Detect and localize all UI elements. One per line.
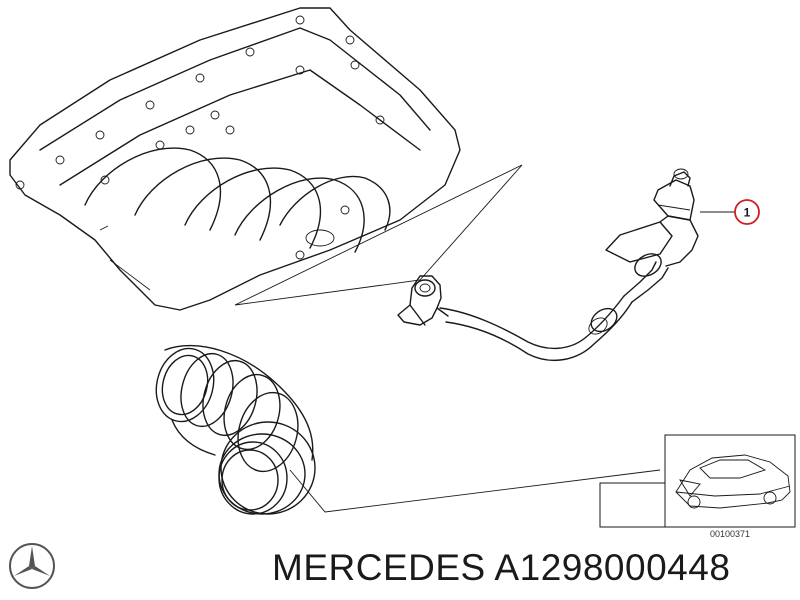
- part-callout: 1: [700, 199, 760, 225]
- intake-boot: [155, 344, 316, 515]
- vehicle-thumbnail: 00100371: [599, 434, 796, 539]
- intake-manifold: [9, 7, 461, 311]
- guide-lines: [234, 164, 661, 513]
- breather-hose: [397, 168, 699, 361]
- callout-number: 1: [744, 206, 751, 220]
- mercedes-star-icon: [9, 543, 55, 589]
- callout-circle: [734, 199, 760, 225]
- diagram-reference-code: 00100371: [710, 529, 750, 539]
- part-title: MERCEDES A1298000448: [272, 547, 731, 588]
